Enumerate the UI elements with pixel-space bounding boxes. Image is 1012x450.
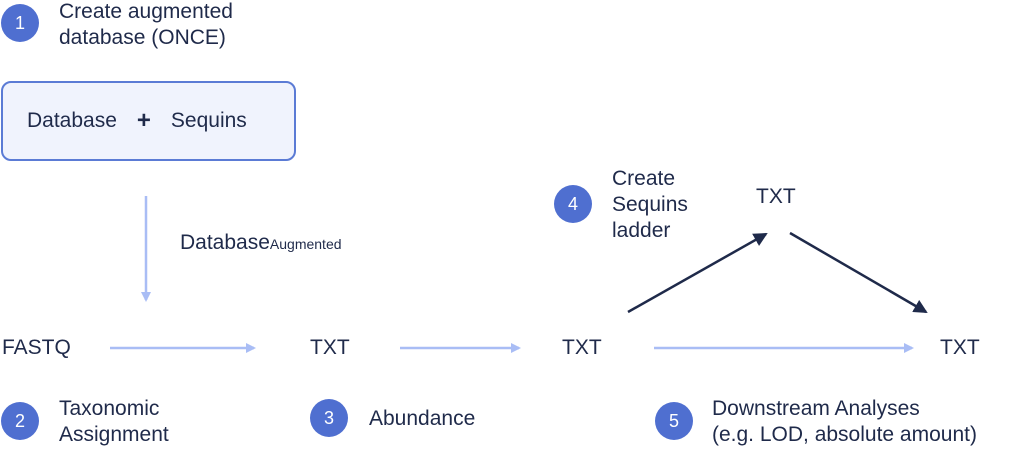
step-1-badge: 1 <box>1 4 39 42</box>
step-4-line: Sequins <box>612 193 688 216</box>
sequins-label: Sequins <box>170 109 247 132</box>
step-4-line: ladder <box>612 219 671 242</box>
step-2-line: Taxonomic <box>59 397 160 420</box>
step-1-label: Create augmented database (ONCE) <box>59 0 233 51</box>
arrow-ladder-final <box>789 231 928 314</box>
step-3-badge: 3 <box>310 399 348 437</box>
step-2-line: Assignment <box>59 423 169 446</box>
step-3-label: Abundance <box>369 407 476 430</box>
step-5-badge: 5 <box>655 402 693 440</box>
step-2-badge: 2 <box>1 402 39 440</box>
plus-icon: + <box>136 107 151 134</box>
node-txt-taxonomy: TXT <box>310 336 350 359</box>
step-1-line: database (ONCE) <box>59 26 226 49</box>
augmented-database-label: DatabaseAugmented <box>180 231 342 255</box>
database-label: Database <box>27 109 117 132</box>
node-txt-final: TXT <box>940 336 980 359</box>
augmented-main: Database <box>180 231 270 254</box>
step-5-line: (e.g. LOD, absolute amount) <box>712 423 977 446</box>
step-4-line: Create <box>612 167 676 190</box>
augmented-sub: Augmented <box>269 236 342 252</box>
node-txt-ladder: TXT <box>756 185 796 208</box>
step-1-line: Create augmented <box>59 0 233 23</box>
arrow-to-ladder <box>627 232 768 314</box>
step-5-label: Downstream Analyses (e.g. LOD, absolute a… <box>712 396 977 448</box>
node-txt-abundance: TXT <box>562 336 602 359</box>
step-5-line: Downstream Analyses <box>712 397 920 420</box>
step-4-badge: 4 <box>554 185 592 223</box>
node-fastq: FASTQ <box>2 336 71 359</box>
database-sequins-box: Database + Sequins <box>1 81 296 161</box>
